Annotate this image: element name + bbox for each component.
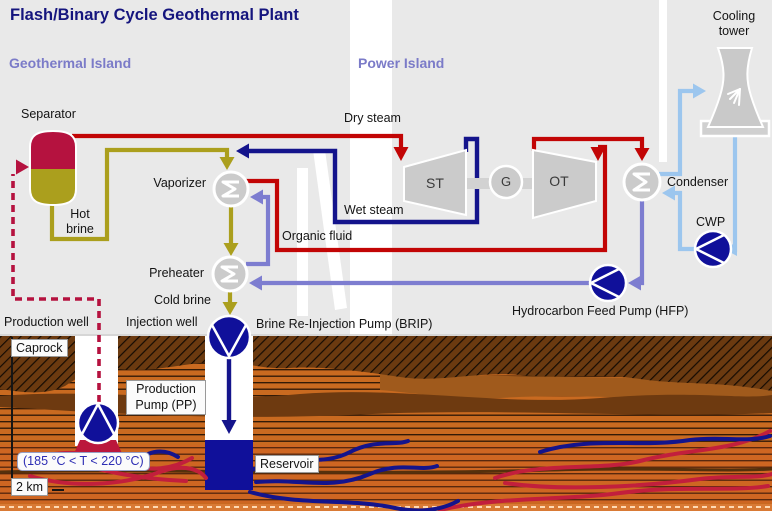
organic-liquid-line1 bbox=[639, 201, 645, 286]
st-label: ST bbox=[426, 175, 444, 191]
hot-brine-line bbox=[49, 147, 230, 242]
generator bbox=[488, 164, 524, 200]
organic-turbine bbox=[532, 148, 597, 220]
separator-vessel bbox=[29, 129, 77, 207]
hot-brine-label: Hot brine bbox=[66, 207, 94, 236]
steam-turbine bbox=[403, 148, 467, 217]
separator-steam-section bbox=[30, 131, 76, 169]
wet-steam-label: Wet steam bbox=[344, 203, 404, 217]
production-pump-label: Production Pump (PP) bbox=[126, 380, 206, 415]
vaporizer-hx bbox=[212, 170, 250, 208]
preheater-label: Preheater bbox=[149, 266, 204, 280]
condenser-hx bbox=[622, 162, 662, 202]
heat-exchangers bbox=[211, 162, 662, 293]
production-line bbox=[11, 174, 101, 402]
condenser-label: Condenser bbox=[667, 175, 729, 189]
cwp-label: CWP bbox=[696, 215, 726, 229]
caprock-label: Caprock bbox=[11, 339, 68, 358]
production-well-label: Production well bbox=[4, 315, 89, 329]
production-pump bbox=[76, 401, 120, 445]
ot-exhaust-line bbox=[531, 136, 645, 151]
organic-fluid-label: Organic fluid bbox=[282, 229, 353, 243]
g-label: G bbox=[500, 174, 512, 189]
separator-label: Separator bbox=[21, 107, 76, 121]
cwp-pump bbox=[693, 229, 733, 269]
cooling-tower bbox=[699, 47, 771, 138]
wet-steam-line bbox=[249, 136, 480, 225]
pumps bbox=[76, 229, 733, 445]
geothermal-island-label: Geothermal Island bbox=[9, 55, 132, 71]
depth-scale bbox=[11, 337, 64, 491]
page-title: Flash/Binary Cycle Geothermal Plant bbox=[10, 6, 299, 24]
cold-brine-label: Cold brine bbox=[154, 293, 211, 307]
brip-label: Brine Re-Injection Pump (BRIP) bbox=[256, 317, 433, 331]
turbine-train bbox=[403, 148, 597, 220]
caprock-layer bbox=[0, 336, 772, 393]
hfp-pump bbox=[588, 263, 628, 303]
pipes bbox=[11, 83, 738, 434]
preheater-hx bbox=[211, 255, 249, 293]
cooling-warm-line bbox=[659, 88, 693, 177]
reservoir-temperature-label: (185 °C < T < 220 °C) bbox=[17, 452, 150, 471]
power-island-label: Power Island bbox=[358, 55, 445, 71]
cwp-to-condenser bbox=[675, 190, 695, 252]
background-watermark bbox=[297, 0, 667, 336]
dry-steam-line bbox=[72, 133, 404, 148]
spray-icon bbox=[727, 88, 741, 106]
reservoir-block bbox=[205, 440, 253, 490]
depth-scale-label: 2 km bbox=[11, 478, 49, 497]
vaporizer-label: Vaporizer bbox=[153, 176, 206, 190]
separator-brine-section bbox=[30, 169, 76, 205]
brip-pump bbox=[206, 314, 252, 360]
cooling-tower-label: Cooling tower bbox=[712, 9, 756, 38]
ot-label: OT bbox=[549, 173, 569, 189]
injection-well-label: Injection well bbox=[126, 315, 198, 329]
reservoir-label: Reservoir bbox=[255, 455, 319, 474]
organic-liquid-line3 bbox=[246, 194, 271, 267]
dry-steam-label: Dry steam bbox=[344, 111, 401, 125]
hfp-label: Hydrocarbon Feed Pump (HFP) bbox=[512, 304, 689, 318]
